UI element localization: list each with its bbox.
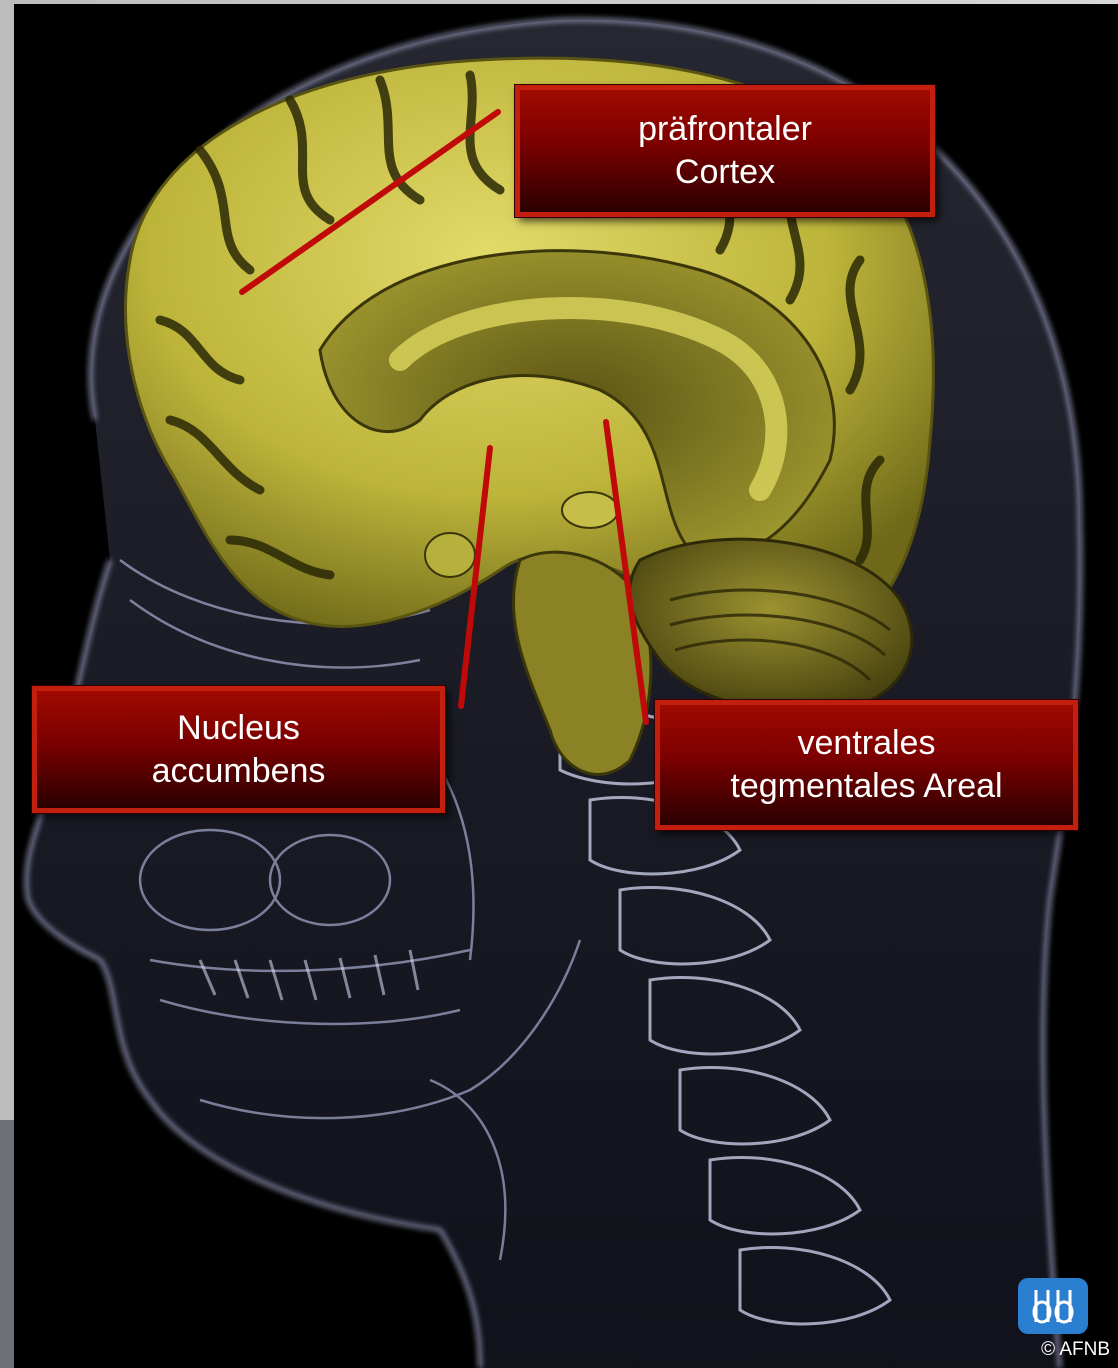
label-ventral-tegmental-area-line-2: tegmentales Areal xyxy=(730,765,1002,808)
afnb-logo-icon xyxy=(1018,1278,1088,1334)
label-prefrontal-cortex-line-2: Cortex xyxy=(638,151,812,194)
copyright-text: © AFNB xyxy=(1041,1339,1110,1361)
label-nucleus-accumbens-line-1: Nucleus xyxy=(152,707,326,750)
label-prefrontal-cortex-line-1: präfrontaler xyxy=(638,108,812,151)
label-nucleus-accumbens: Nucleus accumbens xyxy=(32,686,445,813)
label-ventral-tegmental-area: ventrales tegmentales Areal xyxy=(655,700,1078,830)
label-prefrontal-cortex: präfrontaler Cortex xyxy=(515,85,935,217)
label-nucleus-accumbens-line-2: accumbens xyxy=(152,750,326,793)
label-ventral-tegmental-area-line-1: ventrales xyxy=(730,722,1002,765)
